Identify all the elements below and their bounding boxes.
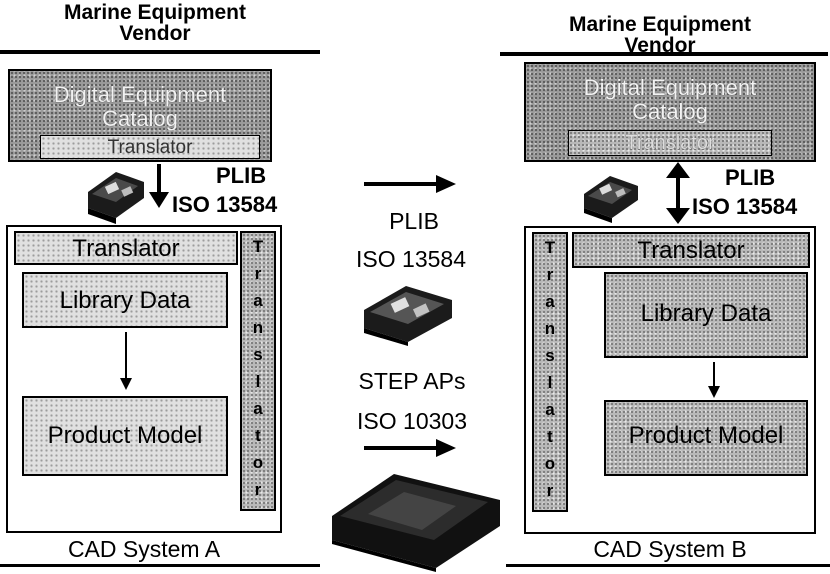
center-bottom-arrow <box>364 439 456 457</box>
left-vendor-line1: Marine Equipment <box>63 1 247 24</box>
right-side-translator-char: r <box>546 265 554 284</box>
left-catalog-box: Digital Equipment Catalog Translator <box>8 69 272 162</box>
center-storage-device-icon <box>364 286 452 346</box>
left-side-translator-char: s <box>253 345 263 364</box>
left-cad-translator-label: Translator <box>72 235 180 262</box>
left-download-arrow <box>149 164 169 208</box>
left-catalog-line2: Catalog <box>102 106 178 131</box>
right-side-translator-char: a <box>545 292 555 311</box>
left-exchange-line1: PLIB <box>216 163 267 188</box>
center-step-line2: ISO 10303 <box>357 408 467 434</box>
right-side-translator-char: t <box>547 427 553 446</box>
left-product-model-label: Product Model <box>47 422 203 449</box>
right-side-translator-char: T <box>544 238 556 257</box>
right-library-data-label: Library Data <box>640 300 772 327</box>
right-side-translator-char: a <box>545 400 555 419</box>
left-catalog-translator-box: Translator <box>40 135 260 159</box>
left-cad-system-frame <box>6 225 282 533</box>
left-top-rule <box>0 50 320 54</box>
left-side-translator: T r a n s l a t o r <box>240 231 276 511</box>
right-side-translator-char: o <box>544 454 556 473</box>
right-library-to-model-arrow <box>708 362 720 398</box>
left-side-translator-char: n <box>252 318 264 337</box>
right-cad-system-frame <box>524 226 816 534</box>
left-vendor-line2: Vendor <box>119 22 191 45</box>
right-storage-device-icon <box>584 176 638 223</box>
right-cad-translator-label: Translator <box>637 237 745 264</box>
right-vendor-title: Marine Equipment Vendor <box>530 14 790 56</box>
right-vendor-line1: Marine Equipment <box>568 13 752 36</box>
left-side-translator-char: r <box>254 264 262 283</box>
right-vendor-line2: Vendor <box>624 34 696 57</box>
left-library-to-model-arrow <box>120 332 132 390</box>
right-side-translator: T r a n s l a t o r <box>532 232 568 512</box>
left-side-translator-char: r <box>254 480 262 499</box>
right-system-name: CAD System B <box>593 536 747 562</box>
left-system-name: CAD System A <box>67 536 221 562</box>
left-product-model-box: Product Model <box>22 396 228 476</box>
right-library-data-box: Library Data <box>604 272 808 358</box>
left-bottom-rule <box>0 564 320 567</box>
right-bottom-rule <box>506 564 830 567</box>
left-side-translator-char: o <box>252 453 264 472</box>
left-library-data-label: Library Data <box>59 287 191 314</box>
right-side-translator-char: r <box>546 481 554 500</box>
right-catalog-line1: Digital Equipment <box>583 75 757 100</box>
left-storage-device-icon <box>88 172 144 224</box>
right-catalog-line2: Catalog <box>632 99 708 124</box>
center-step-line1: STEP APs <box>358 368 466 394</box>
right-product-model-label: Product Model <box>628 422 784 449</box>
right-product-model-box: Product Model <box>604 400 808 476</box>
left-library-data-box: Library Data <box>22 272 228 328</box>
right-side-translator-char: l <box>547 373 553 392</box>
right-exchange-line2: ISO 13584 <box>692 194 798 219</box>
center-top-arrow <box>364 175 456 193</box>
left-side-translator-char: T <box>252 237 264 256</box>
left-side-translator-char: l <box>255 372 261 391</box>
right-side-translator-char: s <box>545 346 555 365</box>
right-catalog-translator-label: Translator <box>625 132 715 154</box>
right-catalog-title: Digital Equipment Catalog <box>526 76 814 124</box>
right-exchange-line1: PLIB <box>725 165 776 190</box>
right-bidirectional-arrow <box>666 162 690 224</box>
left-catalog-title: Digital Equipment Catalog <box>10 83 270 131</box>
left-side-translator-char: a <box>253 399 263 418</box>
right-top-rule <box>500 52 828 56</box>
right-side-translator-char: n <box>544 319 556 338</box>
left-vendor-title: Marine Equipment Vendor <box>30 2 280 44</box>
left-cad-translator-box: Translator <box>14 231 238 265</box>
left-catalog-line1: Digital Equipment <box>53 82 227 107</box>
left-side-translator-char: a <box>253 291 263 310</box>
left-exchange-line2: ISO 13584 <box>172 192 278 217</box>
left-catalog-translator-label: Translator <box>107 137 193 158</box>
right-catalog-box: Digital Equipment Catalog Translator <box>524 62 816 162</box>
center-plib-line1: PLIB <box>389 208 439 234</box>
right-catalog-translator-box: Translator <box>568 130 772 156</box>
center-disk-drive-icon <box>332 474 500 572</box>
right-cad-translator-box: Translator <box>572 232 810 268</box>
left-side-translator-char: t <box>255 426 261 445</box>
center-plib-line2: ISO 13584 <box>356 246 466 272</box>
